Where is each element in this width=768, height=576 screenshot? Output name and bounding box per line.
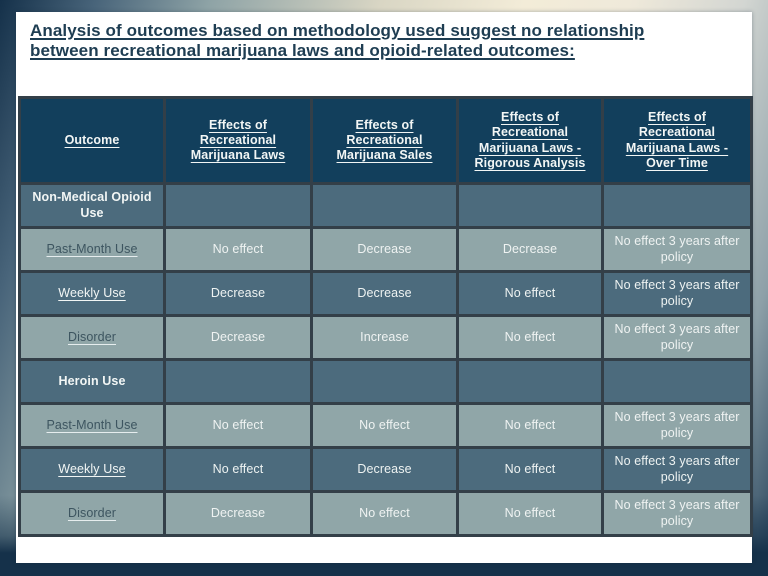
result-cell: No effect 3 years after policy <box>601 314 753 361</box>
result-cell: Decrease <box>163 314 313 361</box>
result-cell: No effect 3 years after policy <box>601 270 753 317</box>
outcome-link[interactable]: Weekly Use <box>58 285 126 300</box>
column-header-1[interactable]: Effects of Recreational Marijuana Laws <box>163 96 313 185</box>
section-label: Non-Medical Opioid Use <box>32 190 152 220</box>
section-label: Heroin Use <box>58 373 126 388</box>
column-header-link[interactable]: Effects of Recreational Marijuana Laws -… <box>474 110 586 170</box>
column-header-4[interactable]: Effects of Recreational Marijuana Laws -… <box>601 96 753 185</box>
result-cell: No effect <box>310 402 459 449</box>
slide-title-line-1: Analysis of outcomes based on methodolog… <box>30 21 645 40</box>
result-cell: Decrease <box>310 270 459 317</box>
column-header-2[interactable]: Effects of Recreational Marijuana Sales <box>310 96 459 185</box>
result-cell: Decrease <box>456 226 604 273</box>
result-cell: Decrease <box>163 490 313 537</box>
result-cell <box>163 182 313 229</box>
column-header-link[interactable]: Effects of Recreational Marijuana Laws -… <box>625 110 729 170</box>
slide-content-panel: Analysis of outcomes based on methodolog… <box>16 12 753 563</box>
slide-title: Analysis of outcomes based on methodolog… <box>30 21 738 61</box>
result-cell: No effect <box>456 446 604 493</box>
slide-title-line-2: between recreational marijuana laws and … <box>30 41 575 61</box>
column-header-link[interactable]: Outcome <box>64 132 120 147</box>
table-row-4: Heroin Use <box>18 358 753 405</box>
result-cell <box>456 358 604 405</box>
column-header-0[interactable]: Outcome <box>18 96 166 185</box>
outcome-link-cell[interactable]: Disorder <box>18 314 166 361</box>
result-cell <box>163 358 313 405</box>
result-cell: No effect <box>163 402 313 449</box>
result-cell: No effect 3 years after policy <box>601 226 753 273</box>
outcome-section-cell: Heroin Use <box>18 358 166 405</box>
result-cell: No effect <box>163 446 313 493</box>
outcome-link[interactable]: Past-Month Use <box>46 417 138 432</box>
outcome-section-cell: Non-Medical Opioid Use <box>18 182 166 229</box>
result-cell: No effect <box>456 490 604 537</box>
result-cell: No effect 3 years after policy <box>601 446 753 493</box>
result-cell: Increase <box>310 314 459 361</box>
outcome-link[interactable]: Weekly Use <box>58 461 126 476</box>
outcome-link[interactable]: Disorder <box>67 329 117 344</box>
outcome-link-cell[interactable]: Disorder <box>18 490 166 537</box>
result-cell <box>456 182 604 229</box>
result-cell: No effect <box>456 314 604 361</box>
result-cell: No effect <box>456 402 604 449</box>
column-header-link[interactable]: Effects of Recreational Marijuana Sales <box>336 117 433 163</box>
outcome-link-cell[interactable]: Past-Month Use <box>18 402 166 449</box>
result-cell <box>601 182 753 229</box>
outcome-link-cell[interactable]: Weekly Use <box>18 270 166 317</box>
outcome-link[interactable]: Disorder <box>67 505 117 520</box>
result-cell <box>310 358 459 405</box>
result-cell: No effect <box>163 226 313 273</box>
table-header-row: Outcome Effects of Recreational Marijuana… <box>18 96 753 185</box>
outcome-link-cell[interactable]: Past-Month Use <box>18 226 166 273</box>
result-cell: No effect <box>310 490 459 537</box>
result-cell <box>601 358 753 405</box>
column-header-link[interactable]: Effects of Recreational Marijuana Laws <box>190 117 286 163</box>
outcome-link[interactable]: Past-Month Use <box>46 241 138 256</box>
result-cell: No effect 3 years after policy <box>601 490 753 537</box>
result-cell: Decrease <box>310 226 459 273</box>
result-cell <box>310 182 459 229</box>
result-cell: Decrease <box>310 446 459 493</box>
table-row-0: Non-Medical Opioid Use <box>18 182 753 229</box>
result-cell: No effect <box>456 270 604 317</box>
column-header-3[interactable]: Effects of Recreational Marijuana Laws -… <box>456 96 604 185</box>
outcome-link-cell[interactable]: Weekly Use <box>18 446 166 493</box>
outcomes-table: Outcome Effects of Recreational Marijuana… <box>18 96 753 537</box>
result-cell: Decrease <box>163 270 313 317</box>
result-cell: No effect 3 years after policy <box>601 402 753 449</box>
